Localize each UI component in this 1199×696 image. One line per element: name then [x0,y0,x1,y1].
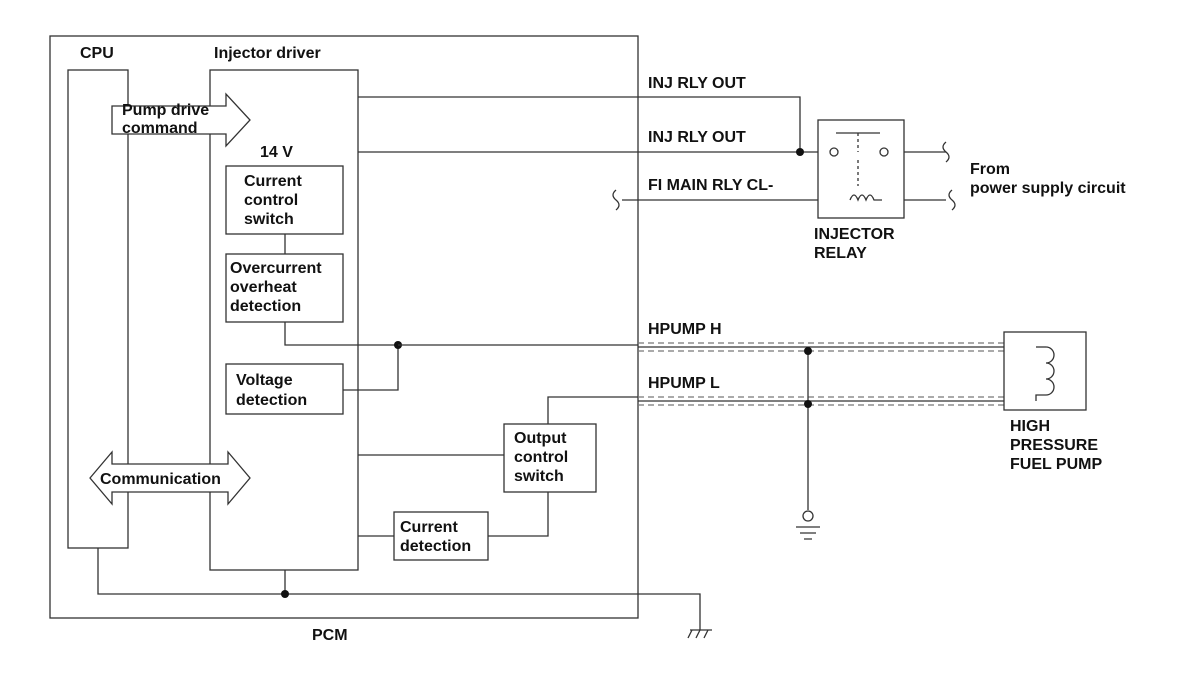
junction-dot [796,148,804,156]
pcm-label: PCM [312,627,348,644]
relay-wiring [358,96,956,211]
current-control-switch-label: control [244,192,298,209]
overcurrent-detection-label: overheat [230,279,297,296]
communication-label: Communication [100,471,221,488]
injector-driver-label: Injector driver [214,45,321,62]
injector-relay-label: RELAY [814,245,867,262]
current-detection-label: detection [400,538,471,555]
output-control-switch-label: control [514,449,568,466]
fuel-pump-label: HIGH [1010,418,1050,435]
junction-dot [804,347,812,355]
fi-main-rly-label: FI MAIN RLY CL- [648,177,773,194]
voltage-detection-label: Voltage [236,372,293,389]
internal-wiring [97,322,638,595]
pump-wiring [398,342,1004,510]
fuel-pump-label: PRESSURE [1010,437,1098,454]
injector-relay [817,119,905,219]
inj-rly-out-label: INJ RLY OUT [648,75,746,92]
voltage-detection-label: detection [236,392,307,409]
pump-drive-command-arrow [111,92,251,148]
power-supply-label: From [970,161,1010,178]
chassis-ground-icon [638,593,712,639]
fuel-pump-label: FUEL PUMP [1010,456,1102,473]
power-supply-label: power supply circuit [970,180,1126,197]
pump-drive-command-label: command [122,120,198,137]
communication-arrow [89,450,251,506]
current-control-switch-box [225,165,344,235]
signal-ground-icon [796,510,820,540]
overcurrent-detection-label: detection [230,298,301,315]
current-detection-label: Current [400,519,458,536]
output-control-switch-label: switch [514,468,564,485]
voltage-14v-label: 14 V [260,144,293,161]
junction-dot [804,400,812,408]
injector-relay-label: INJECTOR [814,226,895,243]
inj-rly-out-label: INJ RLY OUT [648,129,746,146]
overcurrent-detection-label: Overcurrent [230,260,322,277]
junction-dot [281,590,289,598]
output-control-switch-box [503,423,597,493]
current-control-switch-label: switch [244,211,294,228]
output-control-switch-label: Output [514,430,567,447]
overcurrent-detection-box [225,253,344,323]
hpump-h-label: HPUMP H [648,321,722,338]
fuel-pump-coil-icon [1003,331,1087,411]
voltage-detection-box [225,363,344,415]
pump-drive-command-label: Pump drive [122,102,209,119]
hpump-l-label: HPUMP L [648,375,720,392]
current-control-switch-label: Current [244,173,302,190]
cpu-label: CPU [80,45,114,62]
